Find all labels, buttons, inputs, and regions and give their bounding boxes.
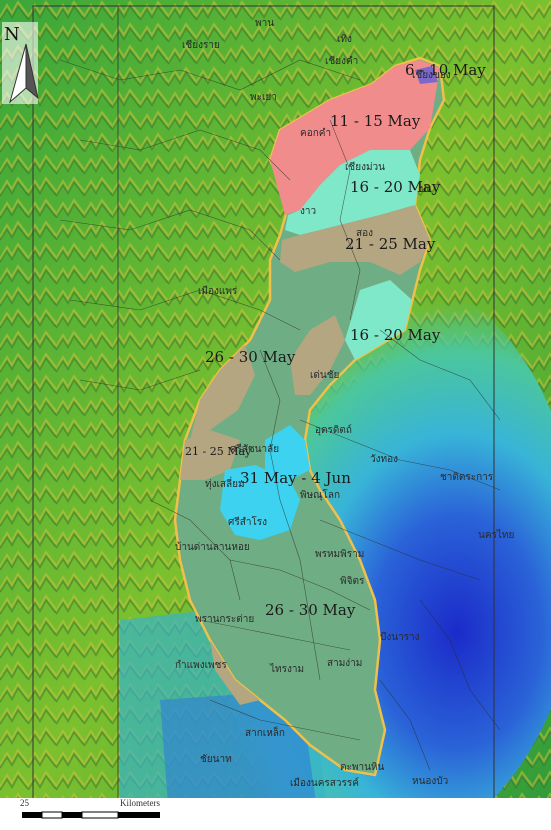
zone-label: 26 - 30 May (265, 601, 356, 619)
place-label: เชียงม่วน (345, 161, 385, 173)
place-label: งาว (300, 206, 316, 217)
place-label: บ้านด่านลานหอย (175, 541, 250, 553)
place-label: พรานกระต่าย (195, 614, 254, 625)
place-label: เชียงราย (182, 39, 220, 51)
place-label: เทิง (337, 34, 352, 45)
zone-label: 21 - 25 May (185, 445, 252, 458)
scale-left-value: 25 (20, 798, 30, 808)
place-label: หนองบัว (412, 776, 448, 787)
district-boundaries (59, 59, 501, 771)
scale-bar: 25 Kilometers (0, 798, 551, 830)
place-label: ศรีสำโรง (228, 515, 267, 528)
place-label: เมืองนครสวรรค์ (290, 777, 359, 789)
north-label: N (4, 24, 20, 45)
place-label: พิษณุโลก (300, 488, 340, 501)
north-arrow: N (2, 22, 39, 104)
zone-labels: 6 - 10 May 11 - 15 May 16 - 20 May 21 - … (185, 61, 486, 619)
scale-unit: Kilometers (120, 798, 160, 808)
zone-polygon-31-may-4-jun-north (265, 425, 310, 480)
place-label: ไทรงาม (269, 663, 304, 675)
place-label: พิจิตร (340, 576, 365, 587)
zone-label: 6 - 10 May (405, 61, 486, 79)
place-label: ชาติตระการ (440, 472, 494, 483)
zone-polygon-16-20-may-east (345, 280, 412, 360)
lowland-southwest-deep (160, 690, 320, 830)
zone-polygon-21-25-may-mid (290, 315, 345, 395)
place-label: เชียงคำ (325, 55, 358, 67)
place-label: นครไทย (478, 529, 514, 541)
place-label: วังทอง (370, 454, 398, 465)
zone-label: 31 May - 4 Jun (240, 469, 351, 487)
place-labels: เชียงของ เชียงราย พาน เทิง พะเยา เชียงคำ… (175, 18, 514, 789)
zone-label: 16 - 20 May (350, 326, 441, 344)
zone-label: 21 - 25 May (345, 235, 436, 253)
zone-polygon-26-30-may-west (190, 345, 255, 440)
place-label: ชัยนาท (200, 754, 232, 765)
place-label: กำแพงเพชร (175, 660, 227, 671)
place-label: คอกคำ (300, 128, 331, 139)
place-label: พะเยา (250, 92, 277, 103)
zone-polygon-6-10-may (415, 66, 438, 84)
zone-polygon-31-may-4-jun-south (220, 465, 300, 540)
place-label: ทุ่งเสลี่ยม (205, 476, 245, 490)
zone-polygon-21-25-may-north (280, 205, 430, 275)
place-label: พรหมพิราม (315, 549, 364, 560)
place-label: บึงนาราง (380, 631, 420, 643)
zone-label: 16 - 20 May (350, 178, 441, 196)
place-label: เมืองแพร่ (198, 285, 238, 297)
place-label: อุตรดิตถ์ (315, 424, 352, 436)
zone-label: 11 - 15 May (330, 112, 421, 130)
zone-polygon-southwest-strip (210, 640, 260, 705)
place-label: พาน (255, 18, 274, 29)
place-label: สากเหล็ก (245, 725, 285, 739)
place-label: เชียงของ (412, 69, 451, 81)
place-label: สอง (356, 228, 373, 239)
zone-polygon-16-20-may-north (285, 150, 420, 235)
place-label: ตะพานหิน (340, 762, 385, 773)
place-label: เด่นชัย (310, 370, 339, 381)
zone-polygon-21-25-may-south (180, 430, 240, 480)
zone-polygon-11-15-may (270, 60, 440, 215)
zone-label: 26 - 30 May (205, 348, 296, 366)
place-label: ศรีสัชนาลัย (230, 443, 279, 455)
place-label: สามง่าม (327, 658, 362, 669)
place-label: ปง (420, 184, 431, 195)
